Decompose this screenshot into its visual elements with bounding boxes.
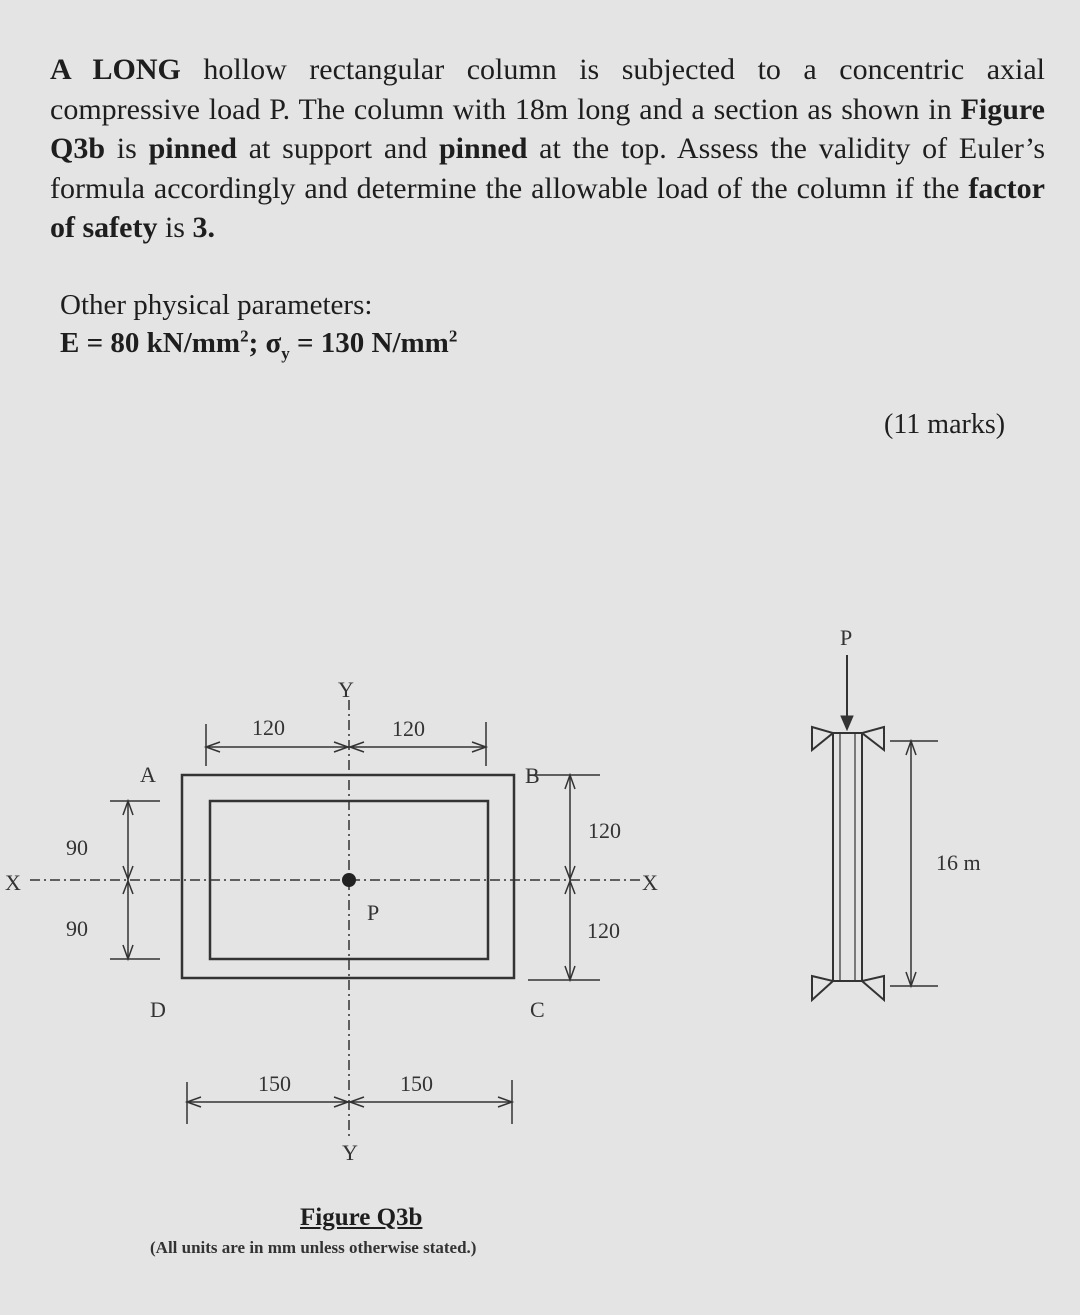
question-text: A LONG hollow rectangular column is subj…	[50, 50, 1045, 248]
load-arrowhead	[840, 715, 854, 732]
outer-width-left-label: 150	[258, 1071, 291, 1096]
inner-width-left-label: 120	[252, 715, 285, 740]
question-bold-1: A LONG	[50, 53, 181, 86]
arrowhead	[122, 798, 134, 816]
yield-stress-exponent: 2	[448, 326, 458, 346]
question-part-4: at the top. Assess the validity of Euler…	[50, 132, 1046, 205]
y-axis-label-bottom: Y	[342, 1140, 358, 1165]
sigma-symbol: ; σ	[248, 327, 282, 359]
inner-width-right-label: 120	[392, 716, 425, 741]
modulus-text: E = 80 kN/mm	[60, 327, 241, 359]
question-bold-3: pinned	[148, 132, 237, 165]
arrowhead	[184, 1096, 202, 1108]
load-point	[342, 873, 356, 887]
arrowhead	[564, 878, 576, 895]
arrowhead	[122, 878, 134, 895]
question-part-1: hollow rectangular column is subjected t…	[50, 53, 1046, 126]
question-bold-5: factor of safety	[50, 171, 1045, 245]
question-part-5: is	[157, 211, 193, 244]
yield-stress-text: = 130 N/mm	[289, 327, 449, 359]
right-lower-dimension-label: 120	[587, 918, 620, 943]
corner-b-label: B	[525, 763, 540, 788]
arrowhead	[905, 738, 917, 756]
physical-parameters: Other physical parameters: E = 80 kN/mm2…	[60, 286, 457, 362]
arrowhead	[347, 741, 365, 753]
modulus-exponent: 2	[240, 326, 249, 346]
bottom-pin-support-right	[859, 974, 885, 1003]
arrowhead	[347, 1096, 365, 1108]
left-upper-dimension-label: 90	[66, 835, 88, 860]
arrowhead	[497, 1096, 515, 1108]
arrowhead	[122, 944, 134, 962]
units-note: (All units are in mm unless otherwise st…	[150, 1238, 477, 1257]
question-part-3: at support and	[236, 132, 439, 165]
left-lower-dimension-label: 90	[66, 916, 88, 941]
arrowhead	[564, 772, 576, 790]
right-upper-dimension-label: 120	[588, 818, 621, 843]
question-bold-2: Figure Q3b	[50, 92, 1045, 166]
column-elevation	[811, 655, 938, 1003]
marks-label: (11 marks)	[884, 409, 1006, 440]
column-length-label: 16 m	[936, 850, 981, 875]
top-pin-support-right	[859, 725, 885, 753]
question-part-2: is	[105, 132, 149, 165]
x-axis-label-left: X	[5, 870, 21, 895]
arrowhead	[564, 965, 576, 983]
question-bold-4: pinned	[438, 132, 528, 165]
sigma-subscript: y	[281, 343, 290, 363]
corner-d-label: D	[150, 997, 166, 1022]
figure-caption: Figure Q3b	[300, 1204, 423, 1231]
column-load-label: P	[840, 625, 852, 650]
x-axis-label-right: X	[642, 870, 658, 895]
y-axis-label-top: Y	[338, 677, 354, 702]
arrowhead	[905, 971, 917, 989]
corner-a-label: A	[140, 762, 156, 787]
top-pin-support-left	[811, 725, 836, 753]
outer-rectangle	[180, 773, 516, 980]
cross-section	[30, 700, 640, 1140]
arrowhead	[471, 741, 489, 753]
corner-c-label: C	[530, 997, 545, 1022]
question-bold-6: 3.	[192, 211, 215, 244]
params-heading: Other physical parameters:	[60, 289, 373, 321]
column-outline	[832, 732, 863, 982]
bottom-pin-support-left	[811, 974, 836, 1003]
load-center-label: P	[367, 900, 379, 925]
params-equation: E = 80 kN/mm2; σy = 130 N/mm2	[60, 324, 457, 362]
outer-width-right-label: 150	[400, 1071, 433, 1096]
arrowhead	[203, 741, 221, 753]
